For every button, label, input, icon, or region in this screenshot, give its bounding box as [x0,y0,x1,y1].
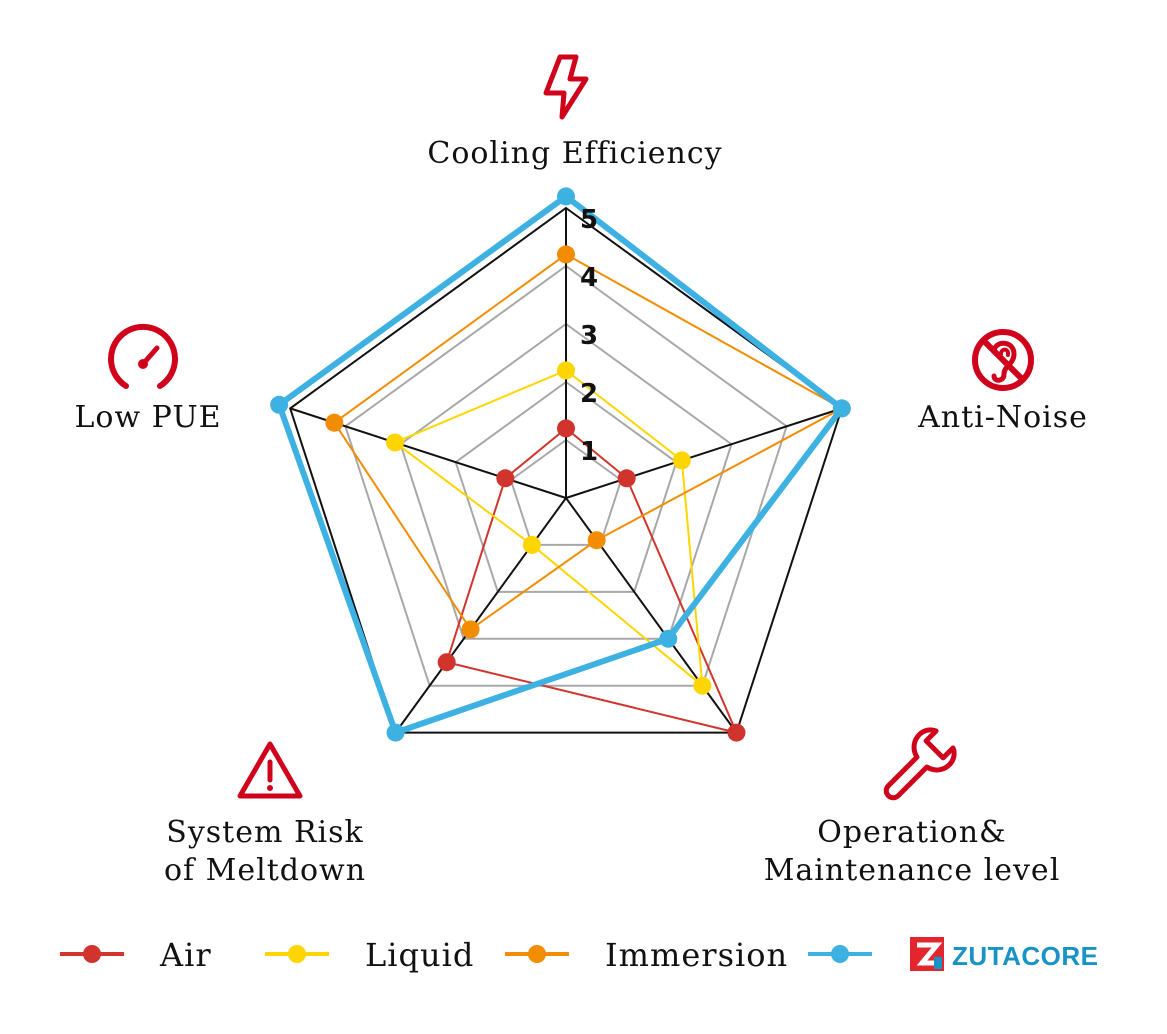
data-point [587,531,606,550]
warning-icon [237,741,303,799]
data-point [325,413,344,432]
axis-label: Low PUE [74,400,221,435]
data-point [557,245,575,264]
data-point [461,620,480,639]
data-point [727,723,746,742]
tick-label: 1 [580,437,598,467]
lightning-icon [543,54,589,120]
axis-labels: Cooling EfficiencyAnti-NoiseOperation&Ma… [74,136,1088,888]
legend-item-1: Liquid [265,936,474,974]
data-point [437,653,456,672]
axis-label: Cooling Efficiency [427,136,722,171]
legend-item-0: Air [60,936,212,974]
series-0 [437,419,746,742]
series-line [445,427,738,734]
zutacore-logo: ZUTACORE [910,937,1099,971]
series-3 [270,187,851,742]
legend-label: Immersion [605,936,788,974]
data-point [386,723,405,742]
wrench-icon [883,727,957,801]
data-point [832,399,851,418]
series-1 [386,361,712,695]
series-layer [270,187,851,742]
axis-spoke [565,407,843,499]
data-point [496,469,515,488]
legend-swatch-dot [528,945,546,963]
legend-item-2: Immersion [505,936,788,974]
data-point [659,629,678,648]
series-line [394,369,704,687]
grid-ring-4 [344,264,788,687]
data-point [557,419,575,438]
radar-grid [289,206,843,734]
tick-label: 5 [580,205,598,235]
axis-spoke [394,497,567,734]
tick-label: 3 [580,321,598,351]
tick-label: 4 [580,263,598,293]
data-point [386,433,405,452]
legend-swatch-dot [831,945,849,963]
axis-label: Anti-Noise [917,400,1088,435]
data-point [693,676,712,695]
brand-text: ZUTACORE [952,941,1099,971]
grid-ring-1 [509,438,623,546]
data-point [557,187,575,206]
axis-icons [108,54,1034,801]
data-point [672,451,691,470]
tick-label: 2 [580,379,598,409]
legend-item-3 [808,945,872,963]
legend-label: Liquid [365,936,474,974]
tick-labels: 1 2 3 4 5 [580,205,598,467]
no-noise-icon [972,329,1034,391]
data-point [617,469,636,488]
data-point [522,535,541,554]
data-point [557,361,575,380]
series-line [276,193,845,736]
axis-label: Operation&Maintenance level [764,815,1061,888]
series-line [333,253,843,631]
legend-label: Air [159,936,212,974]
speedometer-icon [108,323,178,389]
grid-ring-3 [399,322,733,640]
legend-swatch-dot [83,945,101,963]
legend-swatch-dot [288,945,306,963]
data-point [270,395,289,414]
grid-ring-2 [454,380,678,593]
legend: Air Liquid Immersion ZUTACORE [60,936,1099,974]
